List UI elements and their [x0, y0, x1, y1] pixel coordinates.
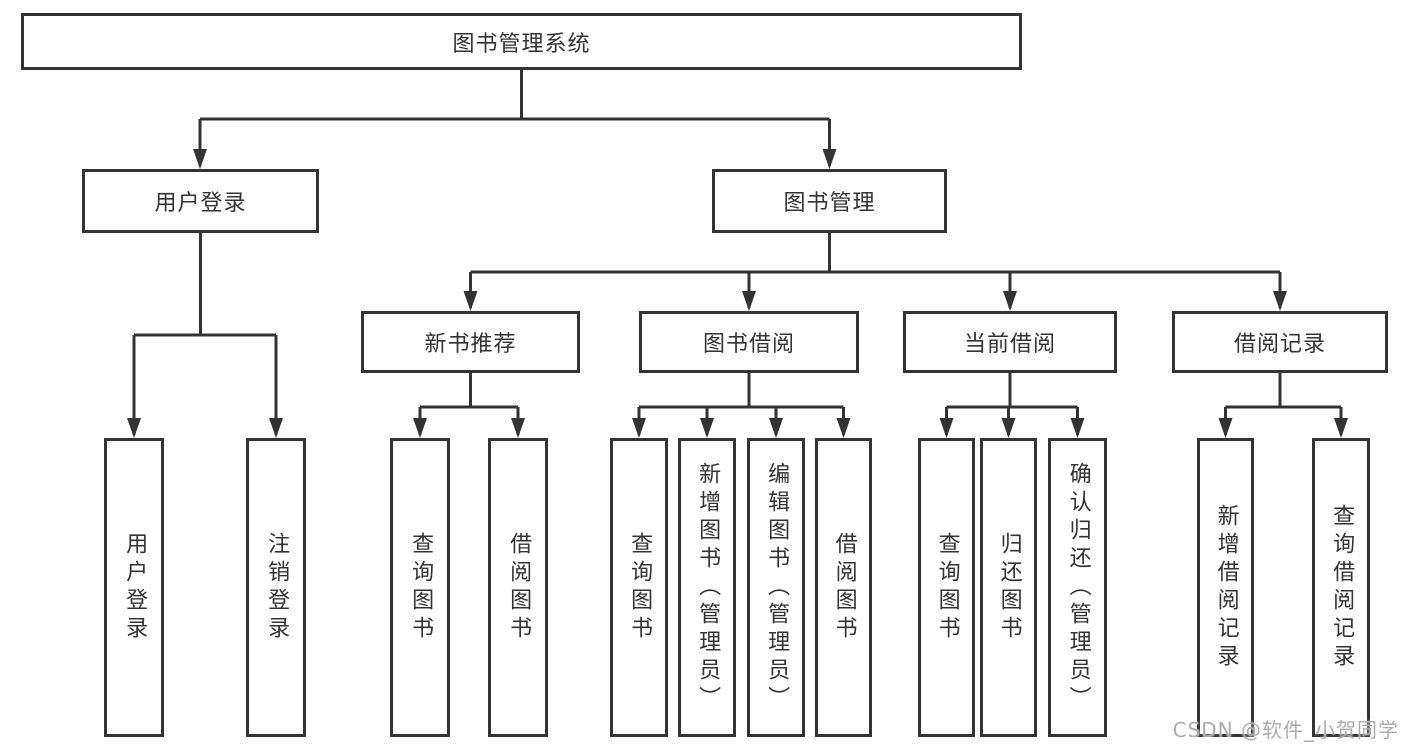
node-label: 注销登录: [264, 531, 290, 644]
node-label: 用户登录: [122, 531, 148, 644]
node-label: 图书管理: [783, 191, 876, 216]
leaf-return-books: 归还图书: [980, 438, 1037, 737]
node-label: 新增图书（管理员）: [695, 461, 721, 714]
node-label: 借阅记录: [1233, 332, 1326, 357]
connector-lines: [132, 70, 1343, 435]
node-label: 新书推荐: [424, 332, 517, 357]
node-borrow-records: 借阅记录: [1172, 311, 1388, 373]
leaf-confirm-return-admin: 确认归还（管理员）: [1048, 438, 1107, 737]
node-label: 图书管理系统: [452, 31, 591, 57]
arrowheads: [127, 149, 1348, 438]
leaf-add-books-admin: 新增图书（管理员）: [678, 438, 736, 737]
node-label: 借阅图书: [506, 531, 532, 644]
leaf-add-borrow-record: 新增借阅记录: [1197, 438, 1254, 737]
node-label: 编辑图书（管理员）: [764, 461, 790, 714]
leaf-edit-books-admin: 编辑图书（管理员）: [747, 438, 805, 737]
csdn-watermark: CSDN @软件_小贺同学: [1172, 718, 1399, 742]
node-label: 查询图书: [627, 531, 653, 644]
leaf-query-borrow-record: 查询借阅记录: [1312, 438, 1370, 737]
node-label: 查询图书: [934, 531, 960, 644]
node-label: 查询借阅记录: [1329, 503, 1355, 672]
node-new-book-recommend: 新书推荐: [361, 311, 580, 373]
leaf-borrow-books: 借阅图书: [815, 438, 872, 737]
node-label: 归还图书: [996, 531, 1022, 644]
node-label: 借阅图书: [831, 531, 857, 644]
leaf-query-books-borrow: 查询图书: [610, 438, 668, 737]
node-current-borrow: 当前借阅: [903, 311, 1117, 373]
node-label: 确认归还（管理员）: [1065, 461, 1091, 714]
node-label: 用户登录: [154, 191, 247, 216]
leaf-borrow-books-recommend: 借阅图书: [488, 438, 548, 737]
node-root-system: 图书管理系统: [21, 13, 1022, 70]
node-label: 新增借阅记录: [1213, 503, 1239, 672]
node-user-login: 用户登录: [82, 169, 319, 233]
leaf-query-books-current: 查询图书: [918, 438, 975, 737]
leaf-user-login: 用户登录: [104, 438, 164, 737]
leaf-logout-login: 注销登录: [246, 438, 306, 737]
leaf-query-books-recommend: 查询图书: [390, 438, 450, 737]
node-book-management: 图书管理: [712, 169, 947, 233]
node-label: 查询图书: [408, 531, 434, 644]
node-label: 当前借阅: [963, 332, 1056, 357]
node-book-borrow: 图书借阅: [639, 311, 859, 373]
node-label: 图书借阅: [702, 332, 795, 357]
